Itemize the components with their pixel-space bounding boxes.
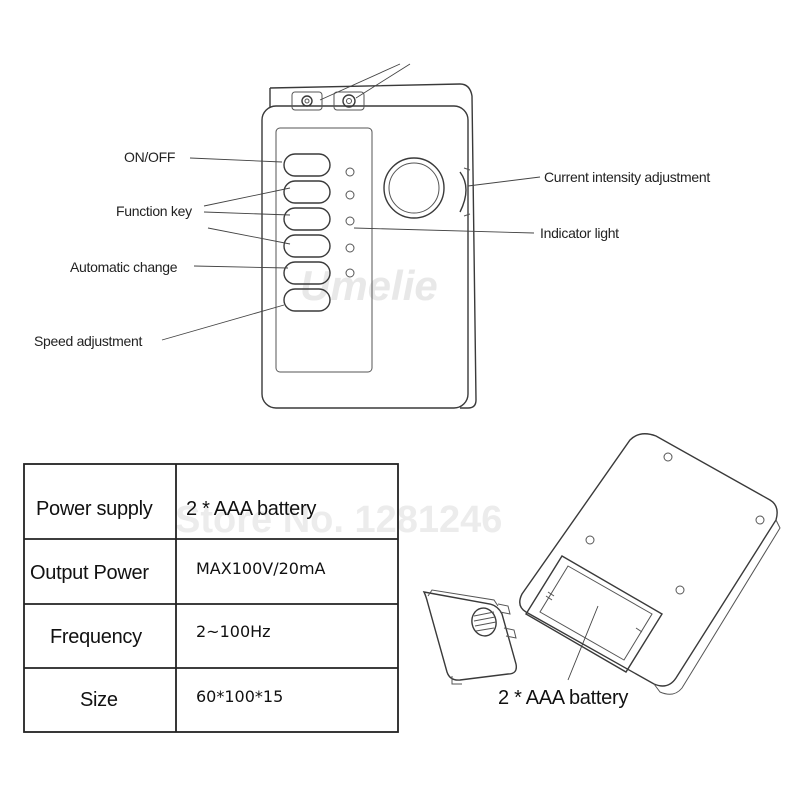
intensity-wheel-icon	[459, 171, 467, 213]
spec-value-output-power: MAX100V/20mA	[196, 559, 326, 578]
spec-label-frequency: Frequency	[50, 626, 142, 648]
spec-label-size: Size	[80, 689, 118, 711]
intensity-dial[interactable]	[383, 157, 471, 219]
indicator-lights	[345, 167, 355, 278]
battery-cover[interactable]	[422, 591, 518, 681]
function-key-button-3[interactable]	[283, 234, 331, 258]
battery-compartment	[525, 555, 663, 673]
screw-icon	[755, 515, 765, 525]
screw-icon	[675, 585, 685, 595]
spec-label-power-supply: Power supply	[36, 498, 153, 520]
label-automatic-change: Automatic change	[70, 259, 178, 275]
speed-adjustment-button[interactable]	[283, 288, 331, 312]
device-body-back	[269, 83, 477, 409]
store-watermark: Store No. 1281246	[175, 499, 502, 541]
device-back	[422, 433, 781, 695]
button-panel	[275, 127, 373, 373]
label-speed-adjustment: Speed adjustment	[34, 333, 142, 349]
device-body-front	[261, 105, 469, 409]
indicator-light-icon	[345, 243, 355, 253]
cover-grip-icon	[471, 607, 497, 637]
device-buttons	[283, 153, 331, 312]
device-back-body	[519, 433, 778, 687]
jack-right-icon	[342, 94, 356, 108]
on-off-button[interactable]	[283, 153, 331, 177]
indicator-light-icon	[345, 216, 355, 226]
spec-value-frequency: 2~100Hz	[196, 622, 271, 641]
label-indicator-light: Indicator light	[540, 225, 619, 241]
indicator-light-icon	[345, 190, 355, 200]
automatic-change-button[interactable]	[283, 261, 331, 285]
label-function-key: Function key	[116, 203, 192, 219]
jack-left-icon	[301, 95, 313, 107]
indicator-light-icon	[345, 167, 355, 177]
output-jacks	[291, 91, 365, 111]
function-key-button-1[interactable]	[283, 180, 331, 204]
spec-value-size: 60*100*15	[196, 687, 283, 706]
screw-icon	[663, 452, 673, 462]
label-on-off: ON/OFF	[124, 149, 175, 165]
spec-value-power-supply: 2 * AAA battery	[186, 498, 316, 520]
label-current-intensity: Current intensity adjustment	[544, 169, 710, 185]
diagram-watermark: Umelie	[300, 262, 438, 309]
device-front	[161, 63, 541, 409]
function-key-button-2[interactable]	[283, 207, 331, 231]
screw-icon	[585, 535, 595, 545]
indicator-light-icon	[345, 268, 355, 278]
spec-label-output-power: Output Power	[30, 562, 149, 584]
spec-table: Power supply 2 * AAA battery Output Powe…	[23, 463, 399, 733]
battery-label: 2 * AAA battery	[498, 687, 628, 709]
